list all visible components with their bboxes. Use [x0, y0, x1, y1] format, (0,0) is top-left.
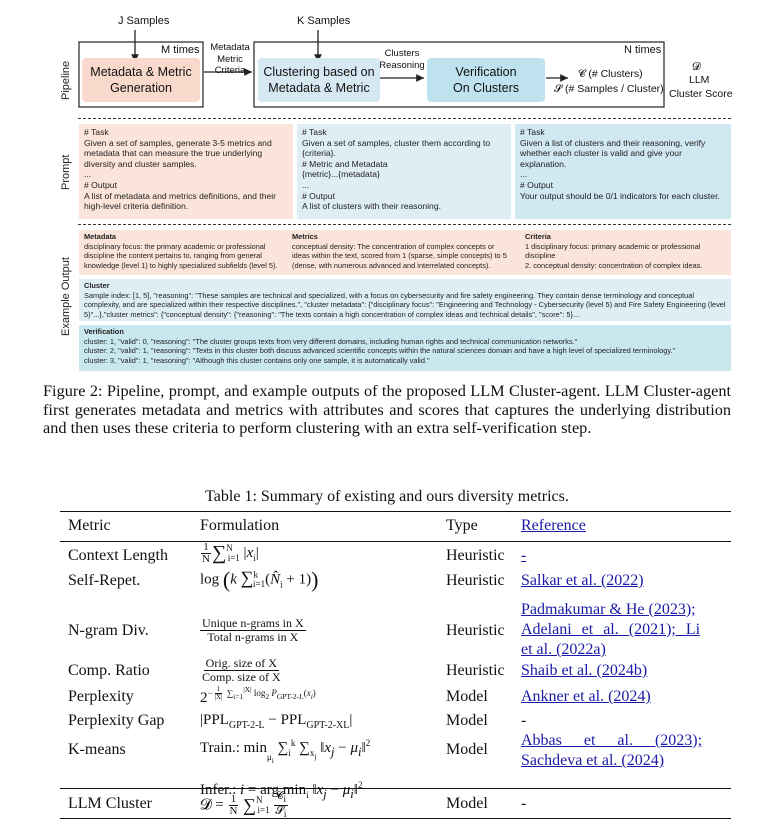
prompt-clustering: # Task Given a set of samples, cluster t…: [297, 124, 511, 219]
verification-line: cluster: 2, "valid": 1, "reasoning": "Te…: [84, 346, 676, 356]
header-reference[interactable]: Reference: [521, 517, 586, 534]
verification-box: Verification On Clusters: [427, 58, 545, 102]
ref-adelani[interactable]: Adelani et al. (2021); Li: [521, 621, 701, 638]
metric-context-length: Context Length: [68, 547, 168, 564]
clustering-box: Clustering based on Metadata & Metric: [258, 58, 380, 102]
ref-comp-ratio[interactable]: Shaib et al. (2024b): [521, 662, 648, 679]
n-times-frame: [253, 41, 665, 108]
formula-perplexity-gap: |PPLGPT-2-L − PPLGPT-2-XL|: [200, 712, 353, 731]
header-type: Type: [446, 517, 478, 534]
formula-self-repet: log (k ∑ki=1(N̂i + 1)): [200, 567, 319, 592]
ref-context-length[interactable]: -: [521, 547, 527, 564]
side-label-prompt: Prompt: [60, 154, 72, 190]
metadata-metric-generation-box: Metadata & Metric Generation: [82, 58, 200, 102]
header-metric: Metric: [68, 517, 111, 534]
type-context-length: Heuristic: [446, 547, 505, 564]
table-top-rule: [60, 511, 731, 512]
table-mid-rule: [60, 788, 731, 789]
output-cluster-score: Cluster Score: [669, 88, 733, 100]
type-perplexity: Model: [446, 688, 488, 705]
type-llm-cluster: Model: [446, 795, 488, 812]
cluster-text: Sample index: [1, 5], "reasoning": "Thes…: [84, 290, 726, 319]
metadata-heading: Metadata: [84, 232, 117, 241]
criteria-heading: Criteria: [525, 232, 551, 241]
ref-perplexity[interactable]: Ankner et al. (2024): [521, 688, 651, 705]
divider: [78, 224, 731, 225]
comp-numerator: Orig. size of X: [203, 656, 279, 671]
m-times-frame: [78, 41, 204, 108]
k-samples-label: K Samples: [297, 15, 351, 27]
ref-llm-cluster: -: [521, 795, 527, 812]
type-comp-ratio: Heuristic: [446, 662, 505, 679]
formula-perplexity: 2−1|X| ∑i=1|X| log2 PGPT-2-L(xi): [200, 685, 316, 706]
kmeans-infer-label: Infer.:: [200, 781, 237, 798]
metric-kmeans: K-means: [68, 741, 126, 758]
type-ngram-div: Heuristic: [446, 622, 505, 639]
n-times-label: N times: [624, 44, 662, 56]
ref-self-repet[interactable]: Salkar et al. (2022): [521, 572, 644, 589]
table-header-rule: [60, 541, 731, 542]
example-metadata-panel: Metadata disciplinary focus: the primary…: [79, 230, 731, 275]
output-samples: 𝓢 (# Samples / Cluster): [554, 83, 664, 95]
metric-llm-cluster: LLM Cluster: [68, 795, 152, 812]
figure-caption: Figure 2: Pipeline, prompt, and example …: [43, 381, 731, 437]
prompt-verification: # Task Given a list of clusters and thei…: [515, 124, 731, 219]
kmeans-train-label: Train.:: [200, 740, 240, 756]
output-llm: LLM: [689, 74, 710, 86]
metric-ngram-div: N-gram Div.: [68, 622, 149, 639]
ref-abbas[interactable]: Abbas et al. (2023);: [521, 732, 703, 749]
type-perplexity-gap: Model: [446, 712, 488, 729]
metrics-heading: Metrics: [292, 232, 318, 241]
prompt-metadata-generation: # Task Given a set of samples, generate …: [79, 124, 293, 219]
type-self-repet: Heuristic: [446, 572, 505, 589]
ref-padmakumar[interactable]: Padmakumar & He (2023);: [521, 601, 696, 618]
ref-kmeans: Abbas et al. (2023); Sachdeva et al. (20…: [521, 731, 731, 771]
example-cluster-panel: Cluster Sample index: [1, 5], "reasoning…: [79, 279, 731, 321]
ref-perplexity-gap: -: [521, 712, 527, 729]
metric-perplexity: Perplexity: [68, 688, 134, 705]
table-title: Table 1: Summary of existing and ours di…: [205, 488, 569, 505]
metric-comp-ratio: Comp. Ratio: [68, 662, 150, 679]
pipeline-diagram: [78, 30, 665, 108]
j-samples-label: J Samples: [118, 15, 170, 27]
m-times-label: M times: [161, 44, 200, 56]
verification-line: cluster: 3, "valid": 1, "reasoning": "Al…: [84, 355, 430, 365]
metrics-text: conceptual density: The concentration of…: [292, 241, 507, 270]
clusters-reasoning-label: Clusters Reasoning: [379, 48, 425, 71]
metric-self-repet: Self-Repet.: [68, 572, 141, 589]
output-d-symbol: 𝓓: [692, 61, 701, 73]
type-kmeans: Model: [446, 741, 488, 758]
criteria-text: 1 disciplinary focus: primary academic o…: [525, 241, 703, 270]
ref-sachdeva[interactable]: Sachdeva et al. (2024): [521, 752, 665, 769]
header-formulation: Formulation: [200, 517, 280, 534]
ngram-denominator: Total n-grams in X: [207, 630, 299, 644]
cluster-heading: Cluster: [84, 281, 110, 290]
metric-perplexity-gap: Perplexity Gap: [68, 712, 165, 729]
formula-kmeans: Train.: minμi ∑ik ∑xj ‖xj − μi‖2 Infer.:…: [200, 738, 371, 801]
output-clusters: 𝓒 (# Clusters): [578, 68, 643, 80]
verification-heading: Verification: [84, 327, 124, 336]
ref-li[interactable]: et al. (2022a): [521, 641, 606, 658]
divider: [78, 118, 731, 119]
ngram-numerator: Unique n-grams in X: [200, 616, 306, 631]
example-verification-panel: Verification cluster: 1, "valid": 0, "re…: [79, 325, 731, 371]
verification-line: cluster: 1, "valid": 0, "reasoning": "Th…: [84, 336, 578, 346]
metadata-criteria-label: Metadata Metric Criteria: [210, 42, 250, 76]
table-bottom-rule: [60, 818, 731, 819]
ref-ngram-div: Padmakumar & He (2023); Adelani et al. (…: [521, 600, 731, 660]
metadata-text: disciplinary focus: the primary academic…: [84, 241, 278, 270]
side-label-example-output: Example Output: [60, 257, 72, 336]
comp-denominator: Comp. size of X: [202, 670, 281, 684]
